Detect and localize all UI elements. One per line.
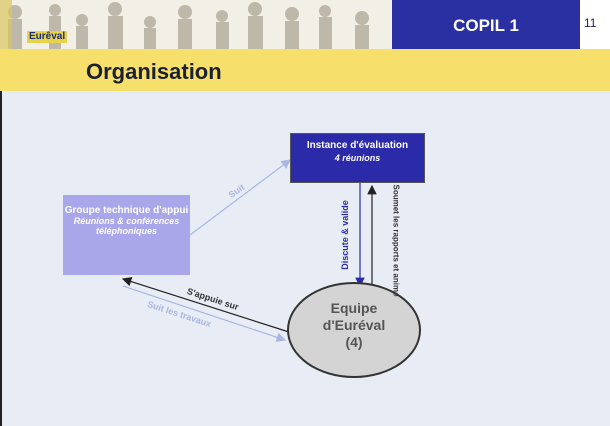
page-title: Organisation [86, 59, 222, 84]
instance-subtitle: 4 réunions [334, 153, 381, 163]
instance-title: Instance d'évaluation [306, 140, 409, 151]
arrow-appuie [121, 276, 290, 333]
header-photo-band: Eurêval [0, 0, 392, 49]
groupe-technique-box: Groupe technique d'appui Réunions & conf… [63, 195, 190, 275]
equipe-line3: (4) [345, 334, 363, 350]
groupe-subtitle: Réunions & conférences téléphoniques [73, 216, 180, 236]
arrow-suit [189, 159, 291, 236]
equipe-line1: Equipe [330, 300, 378, 316]
title-bar: Organisation [0, 49, 610, 91]
instance-evaluation-box: Instance d'évaluation 4 réunions [290, 133, 425, 183]
copil-label: COPIL 1 [453, 16, 519, 35]
equipe-evaluation-ellipse: Equipe d'Euréval (4) [287, 282, 421, 378]
equipe-line2: d'Euréval [322, 317, 386, 333]
left-border-line [0, 91, 2, 426]
page-number: 11 [584, 16, 597, 30]
copil-banner: COPIL 1 [392, 0, 580, 49]
arrow-suit-travaux [122, 285, 287, 342]
brand-logo: Eurêval [27, 31, 68, 43]
label-discute-valide: Discute & valide [339, 200, 350, 270]
label-soumet: Soumet les rapports et anime [391, 184, 401, 297]
groupe-title: Groupe technique d'appui [64, 205, 189, 216]
